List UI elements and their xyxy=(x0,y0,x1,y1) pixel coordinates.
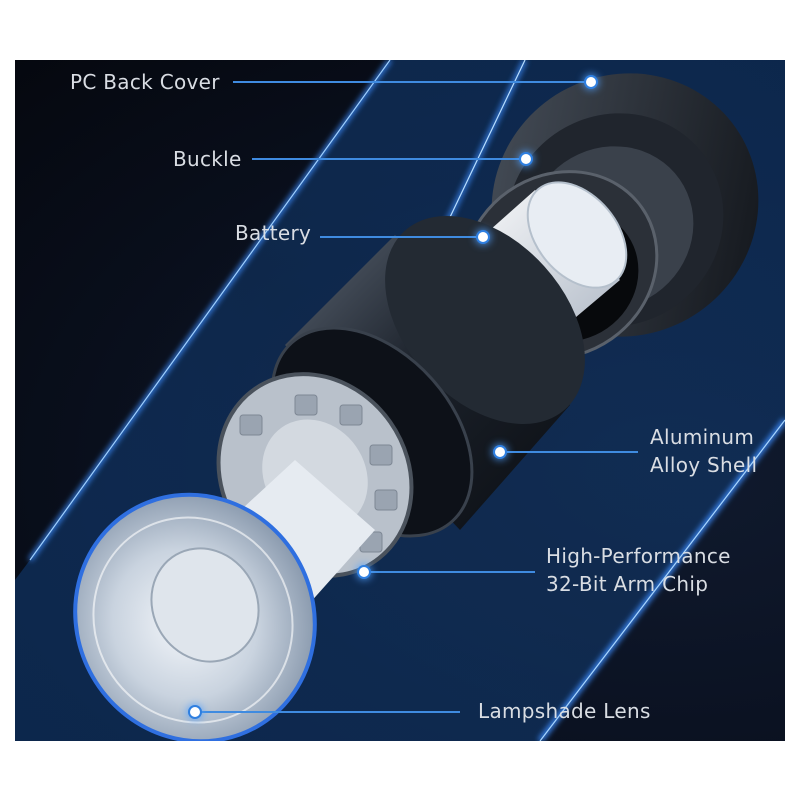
marker-dot-aluminum-alloy-shell xyxy=(495,447,505,457)
product-illustration xyxy=(15,60,785,741)
callout-label-lampshade-lens: Lampshade Lens xyxy=(478,699,651,723)
marker-dot-arm-chip xyxy=(359,567,369,577)
leader-line-pc-back-cover xyxy=(233,81,588,83)
leader-line-lampshade-lens xyxy=(200,711,460,713)
callout-label-battery: Battery xyxy=(235,221,312,245)
marker-dot-buckle xyxy=(521,154,531,164)
leader-line-arm-chip xyxy=(368,571,535,573)
marker-dot-lampshade-lens xyxy=(190,707,200,717)
callout-label-buckle: Buckle xyxy=(173,147,242,171)
diagram-panel xyxy=(15,60,785,741)
callout-label-pc-back-cover: PC Back Cover xyxy=(70,70,220,94)
lampshade-lens-part xyxy=(73,460,375,741)
marker-dot-battery xyxy=(478,232,488,242)
callout-label-line2: 32-Bit Arm Chip xyxy=(546,572,709,596)
callout-label-aluminum-alloy-shell: Aluminum Alloy Shell xyxy=(650,423,757,479)
leader-line-aluminum-alloy-shell xyxy=(505,451,638,453)
leader-line-battery xyxy=(320,236,480,238)
callout-label-line2: Alloy Shell xyxy=(650,453,758,477)
marker-dot-pc-back-cover xyxy=(586,77,596,87)
leader-line-buckle xyxy=(252,158,524,160)
callout-label-line1: Aluminum xyxy=(650,425,755,449)
callout-label-line1: High-Performance xyxy=(546,544,731,568)
callout-label-arm-chip: High-Performance 32-Bit Arm Chip xyxy=(546,542,731,598)
